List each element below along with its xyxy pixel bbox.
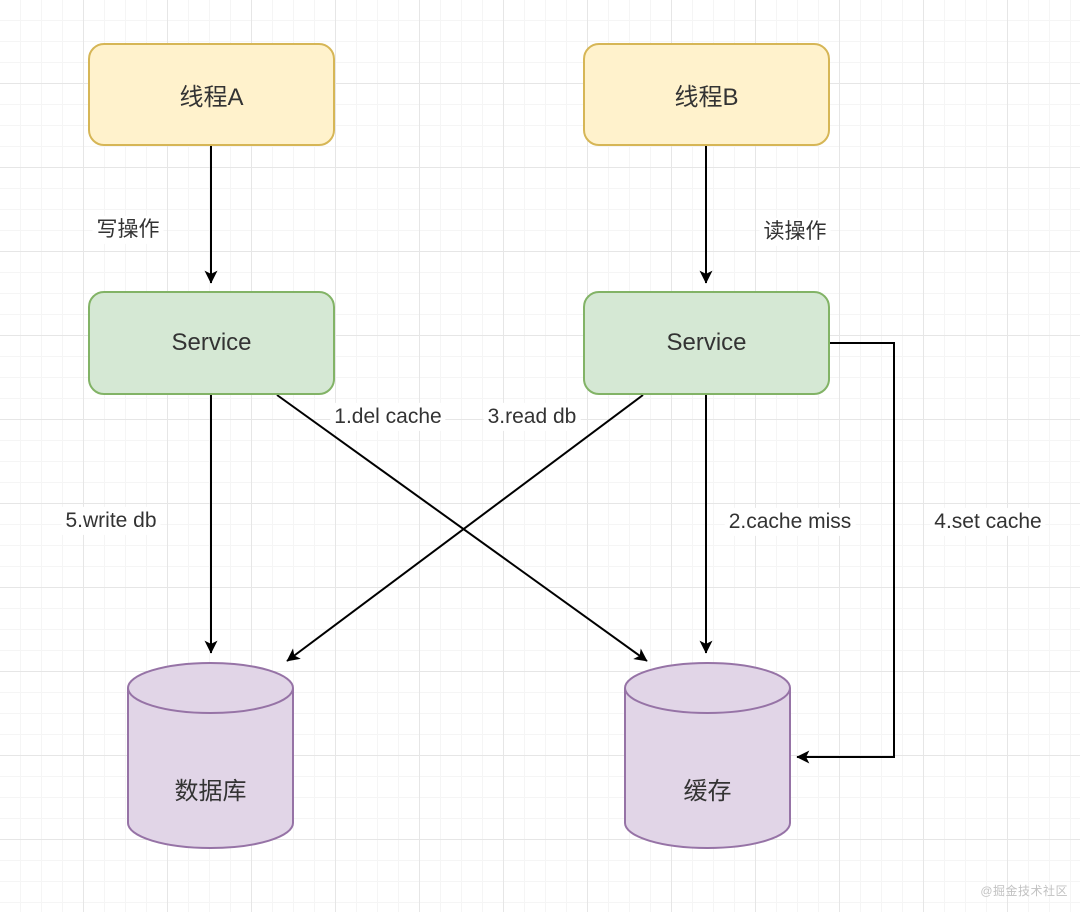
node-thread-a: 线程A: [88, 43, 335, 146]
arrow-service-a-to-cache-del: [276, 394, 648, 662]
node-service-b: Service: [583, 291, 830, 395]
edge-label-write-op: 写操作: [92, 215, 164, 245]
node-service-a: Service: [88, 291, 335, 395]
edge-label-read-db: 3.read db: [483, 402, 581, 432]
edge-label-write-db: 5.write db: [61, 506, 161, 536]
node-service-a-label: Service: [171, 329, 252, 356]
node-thread-b-label: 线程B: [674, 84, 739, 111]
arrow-service-b-to-database-read: [286, 394, 644, 662]
edge-label-cache-miss: 2.cache miss: [724, 507, 856, 537]
node-thread-a-label: 线程A: [179, 84, 244, 111]
node-database-label: 数据库: [174, 778, 247, 805]
edge-label-set-cache: 4.set cache: [930, 507, 1046, 537]
node-service-b-label: Service: [666, 329, 747, 356]
arrow-service-b-to-cache-set: [796, 342, 895, 764]
edge-label-read-op: 读操作: [759, 217, 831, 247]
edge-label-del-cache: 1.del cache: [330, 402, 446, 432]
database-cylinder-shape: [127, 662, 294, 849]
node-thread-b: 线程B: [583, 43, 830, 146]
node-cache-label: 缓存: [683, 778, 732, 805]
cache-cylinder-shape: [624, 662, 791, 849]
watermark: @掘金技术社区: [980, 884, 1068, 898]
